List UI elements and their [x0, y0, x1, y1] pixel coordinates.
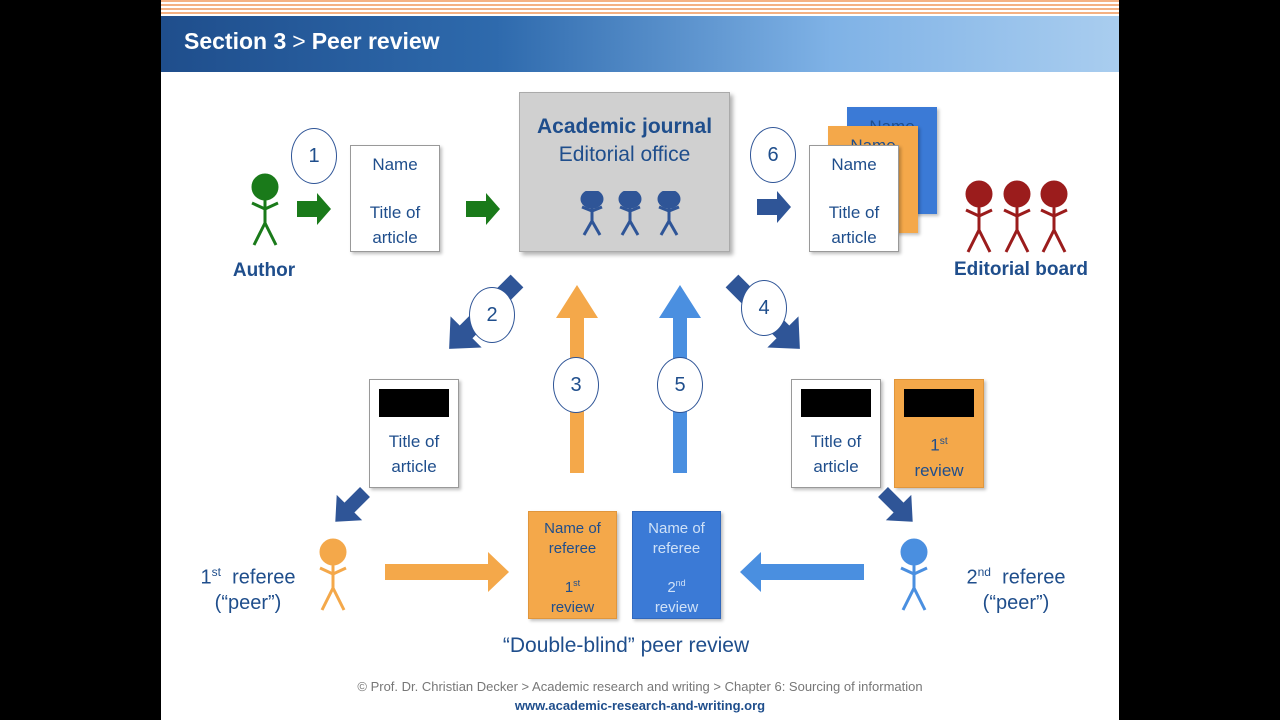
review1-referee: referee	[548, 540, 597, 557]
redacted-name-block	[379, 389, 449, 417]
referee2-peer: (“peer”)	[982, 591, 1050, 614]
anon-doc1-title2: article	[391, 457, 437, 476]
second-review-doc: Name of referee 2nd review	[632, 511, 721, 619]
author-label: Author	[232, 260, 296, 281]
review1-number: 1st	[564, 578, 581, 596]
review2-name-of: Name of	[648, 520, 705, 537]
doc-title-line2: article	[372, 228, 418, 247]
anon-doc1-title1: Title of	[388, 432, 440, 451]
step-6-circle: 6	[750, 127, 796, 183]
arrow-referee1-to-review	[385, 552, 509, 592]
anon-doc2-title1: Title of	[810, 432, 862, 451]
footer-url[interactable]: www.academic-research-and-writing.org	[514, 698, 766, 713]
arrow-doc-to-referee1	[335, 487, 370, 522]
redacted-name-block	[801, 389, 871, 417]
referee1-title: 1st referee	[200, 565, 296, 589]
arrow-author-to-doc	[297, 193, 331, 225]
slide: Section 3>Peer review	[161, 0, 1119, 720]
board-doc-front: Name Title of article	[809, 145, 899, 252]
double-blind-label: “Double-blind” peer review	[502, 634, 750, 657]
journal-title: Academic journal	[536, 115, 713, 138]
review1-label: review	[550, 599, 595, 616]
board-doc-front-title2: article	[831, 228, 877, 247]
board-doc-front-title1: Title of	[828, 203, 880, 222]
editorial-office-figures	[580, 191, 681, 236]
first-review-doc: Name of referee 1st review	[528, 511, 617, 619]
referee1-label: 1st referee (“peer”)	[183, 560, 313, 616]
arrow-referee2-to-review	[740, 552, 864, 592]
review2-number: 2nd	[667, 578, 686, 596]
editorial-board-figures	[964, 180, 1069, 254]
referee2-label: 2nd referee (“peer”)	[951, 560, 1081, 616]
arrow-doc-to-referee2	[878, 487, 913, 522]
review2-referee: referee	[652, 540, 701, 557]
editorial-board-label: Editorial board	[953, 259, 1089, 280]
doc-name: Name	[372, 155, 418, 174]
anon-doc-referee1: Title of article	[369, 379, 459, 488]
anon-review-number: 1st	[930, 435, 948, 455]
review1-name-of: Name of	[544, 520, 601, 537]
page-title: Section 3>Peer review	[184, 28, 440, 55]
referee2-title: 2nd referee	[966, 565, 1066, 589]
journal-subtitle: Editorial office	[558, 143, 691, 166]
step-4-circle: 4	[741, 280, 787, 336]
author-submission-doc: Name Title of article	[350, 145, 440, 252]
arrow-doc-to-journal	[466, 193, 500, 225]
anon-review-label: review	[914, 460, 964, 480]
anon-doc-referee2: Title of article	[791, 379, 881, 488]
step-5-circle: 5	[657, 357, 703, 413]
anon-first-review-doc: 1st review	[894, 379, 984, 488]
anon-doc2-title2: article	[813, 457, 859, 476]
section-label: Section 3	[184, 28, 287, 54]
header-bar: Section 3>Peer review	[161, 16, 1119, 72]
step-1-circle: 1	[291, 128, 337, 184]
step-3-circle: 3	[553, 357, 599, 413]
board-doc-front-name: Name	[831, 155, 877, 174]
step-2-circle: 2	[469, 287, 515, 343]
referee1-peer: (“peer”)	[214, 591, 282, 614]
doc-title-line1: Title of	[369, 203, 421, 222]
referee1-figure	[318, 538, 348, 612]
redacted-name-block	[904, 389, 974, 417]
title-separator: >	[292, 28, 306, 54]
referee2-figure	[899, 538, 929, 612]
footer-credit: © Prof. Dr. Christian Decker > Academic …	[357, 679, 923, 694]
review2-label: review	[654, 599, 699, 616]
author-figure	[250, 173, 280, 247]
section-title: Peer review	[311, 28, 440, 54]
arrow-journal-to-board	[757, 191, 791, 223]
top-stripe	[161, 0, 1119, 16]
academic-journal-box: Academic journal Editorial office	[519, 92, 730, 252]
